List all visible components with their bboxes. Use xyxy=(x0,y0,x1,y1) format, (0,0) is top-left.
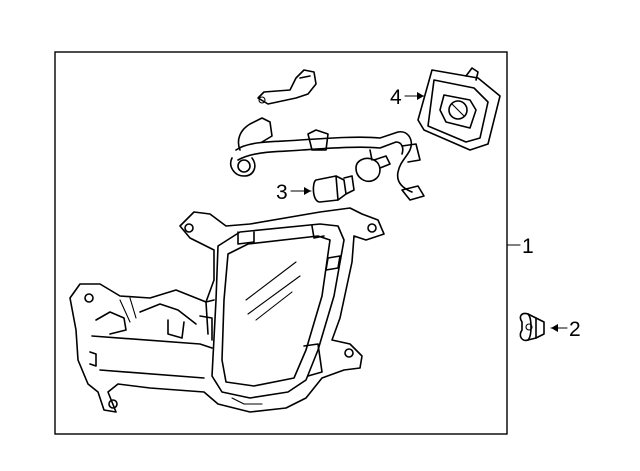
callout-3[interactable]: 3 xyxy=(276,181,312,204)
callout-1-label: 1 xyxy=(522,235,534,258)
push-clip-part[interactable] xyxy=(519,312,545,342)
callout-4-label: 4 xyxy=(390,86,402,109)
harness-bracket xyxy=(257,69,317,105)
callout-2[interactable]: 2 xyxy=(550,318,581,341)
fog-lamp-housing[interactable] xyxy=(69,207,385,413)
bulb-part[interactable] xyxy=(312,175,355,203)
wiring-harness xyxy=(229,117,425,201)
assembly-frame xyxy=(54,51,508,435)
callout-1[interactable]: 1 xyxy=(506,235,534,258)
callout-4[interactable]: 4 xyxy=(390,86,425,109)
callout-2-label: 2 xyxy=(569,318,581,341)
lamp-module-part[interactable] xyxy=(417,67,501,151)
callout-3-label: 3 xyxy=(276,181,288,204)
